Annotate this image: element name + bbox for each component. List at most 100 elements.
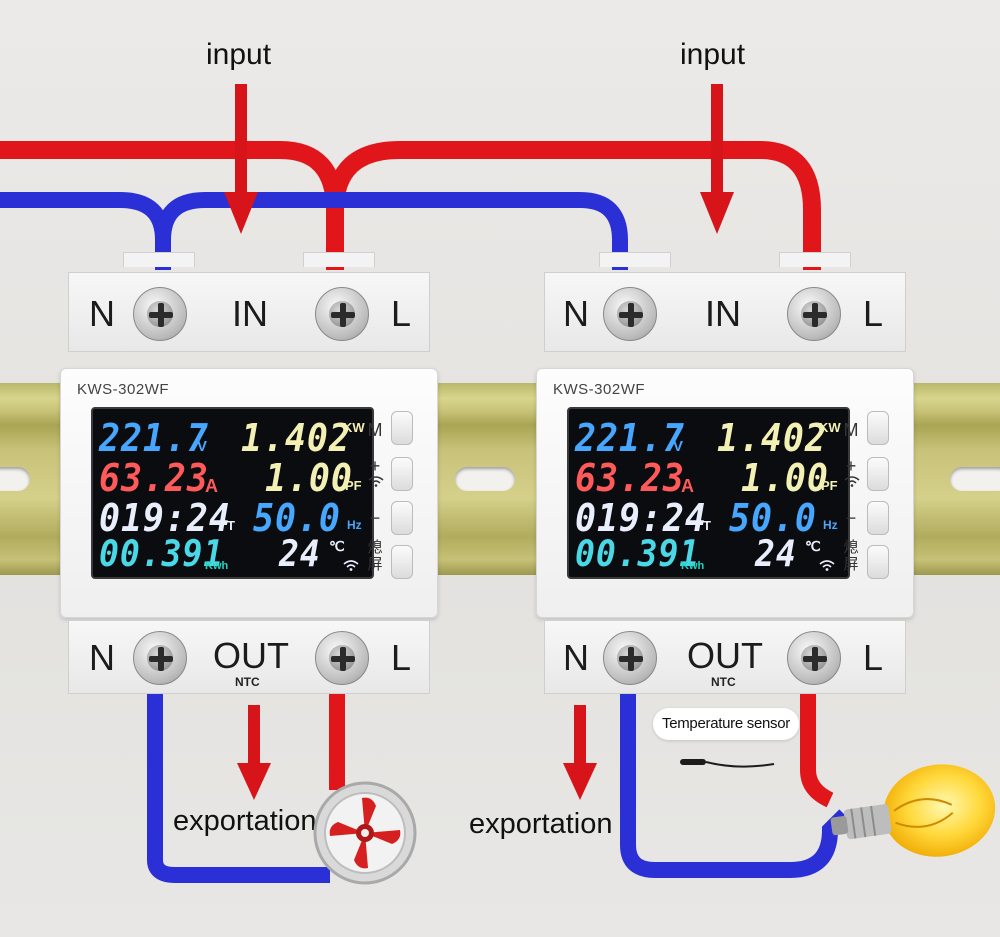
- terminal-tab: [303, 252, 375, 267]
- temperature-value: 24: [279, 534, 321, 575]
- current-unit: A: [681, 476, 694, 496]
- current-value: 63.23: [575, 456, 685, 500]
- neutral-wire-in-right: [155, 192, 628, 270]
- plus-button[interactable]: [867, 457, 889, 491]
- export-label-right: exportation: [469, 808, 613, 840]
- minus-button[interactable]: [391, 501, 413, 535]
- voltage-value: 221.7: [99, 416, 209, 460]
- pf-value: 1.00: [265, 456, 353, 500]
- neutral-wire-out-left: [147, 690, 330, 883]
- neutral-label: N: [563, 293, 589, 334]
- screen-off-button[interactable]: [391, 545, 413, 579]
- screw-terminal-icon[interactable]: [133, 631, 187, 685]
- terminal-tab: [779, 252, 851, 267]
- terminal-title: OUT: [213, 635, 289, 676]
- screw-terminal-icon[interactable]: [315, 287, 369, 341]
- terminal-title: OUT: [687, 635, 763, 676]
- current-value: 63.23: [99, 456, 209, 500]
- live-label: L: [391, 637, 412, 678]
- screw-terminal-icon[interactable]: [787, 287, 841, 341]
- minus-button-label: −: [369, 508, 381, 528]
- ntc-label: NTC: [235, 675, 260, 689]
- rail-slot: [950, 467, 1000, 491]
- power-unit: KW: [819, 420, 841, 435]
- live-wire-out-right: [800, 690, 834, 808]
- mode-button[interactable]: [391, 411, 413, 445]
- model-label: KWS-302WF: [553, 381, 646, 398]
- neutral-label: N: [89, 293, 115, 334]
- plus-button-label: +: [369, 456, 381, 476]
- live-label: L: [863, 293, 884, 334]
- terminal-tab: [123, 252, 195, 267]
- terminal-tab: [599, 252, 671, 267]
- pf-unit: PF: [345, 478, 362, 493]
- temperature-probe-icon: [680, 759, 775, 768]
- plus-button[interactable]: [391, 457, 413, 491]
- live-label: L: [391, 293, 412, 334]
- rail-slot: [455, 467, 515, 491]
- voltage-unit: V: [197, 438, 208, 455]
- screen-off-label: 熄屏: [843, 539, 859, 573]
- input-terminal-block: N IN L: [544, 272, 906, 352]
- export-label-left: exportation: [173, 805, 317, 837]
- time-value: 019:24: [575, 496, 707, 540]
- screw-terminal-icon[interactable]: [315, 631, 369, 685]
- mode-button-label: M: [843, 420, 859, 440]
- voltage-unit: V: [673, 438, 684, 455]
- energy-value: 00.391: [575, 534, 701, 575]
- screw-terminal-icon[interactable]: [787, 631, 841, 685]
- arrow-down-icon: [563, 705, 597, 800]
- neutral-label: N: [89, 637, 115, 678]
- time-value: 019:24: [99, 496, 231, 540]
- frequency-unit: Hz: [347, 518, 362, 532]
- screw-terminal-icon[interactable]: [603, 287, 657, 341]
- wifi-icon: [819, 560, 835, 571]
- wifi-icon: [368, 476, 384, 487]
- wifi-icon: [844, 476, 860, 487]
- time-unit: T: [703, 518, 711, 533]
- temperature-unit: ℃: [329, 538, 345, 554]
- neutral-label: N: [563, 637, 589, 678]
- screw-terminal-icon[interactable]: [603, 631, 657, 685]
- screw-terminal-icon[interactable]: [133, 287, 187, 341]
- output-terminal-block: N OUT NTC L: [544, 620, 906, 694]
- power-unit: KW: [343, 420, 365, 435]
- output-terminal-block: N OUT NTC L: [68, 620, 430, 694]
- frequency-unit: Hz: [823, 518, 838, 532]
- mode-button[interactable]: [867, 411, 889, 445]
- arrow-down-icon: [224, 84, 258, 234]
- wifi-icon: [343, 560, 359, 571]
- input-label-right: input: [680, 38, 746, 71]
- model-label: KWS-302WF: [77, 381, 170, 398]
- arrow-down-icon: [237, 705, 271, 800]
- arrow-down-icon: [700, 84, 734, 234]
- frequency-value: 50.0: [253, 496, 341, 540]
- energy-unit: Kwh: [205, 560, 229, 572]
- pf-value: 1.00: [741, 456, 829, 500]
- meter-front: KWS-302WF 221.7 V 1.402 KW 63.23 A 1.00 …: [536, 368, 914, 618]
- current-unit: A: [205, 476, 218, 496]
- energy-value: 00.391: [99, 534, 225, 575]
- power-value: 1.402: [717, 416, 827, 460]
- terminal-title: IN: [705, 293, 741, 334]
- voltage-value: 221.7: [575, 416, 685, 460]
- meter-front: KWS-302WF 221.7 V 1.402 KW 63.23 A 1.00 …: [60, 368, 438, 618]
- minus-button-label: −: [845, 508, 857, 528]
- minus-button[interactable]: [867, 501, 889, 535]
- input-terminal-block: N IN L: [68, 272, 430, 352]
- plus-button-label: +: [845, 456, 857, 476]
- neutral-wire-out-right: [620, 690, 851, 878]
- live-label: L: [863, 637, 884, 678]
- pf-unit: PF: [821, 478, 838, 493]
- temperature-value: 24: [755, 534, 797, 575]
- lcd-display: 221.7 V 1.402 KW 63.23 A 1.00 PF 019:24 …: [567, 407, 850, 579]
- terminal-title: IN: [232, 293, 268, 334]
- mode-button-label: M: [367, 420, 383, 440]
- input-label-left: input: [206, 38, 272, 71]
- sensor-label: Temperature sensor: [653, 708, 799, 740]
- screen-off-button[interactable]: [867, 545, 889, 579]
- frequency-value: 50.0: [729, 496, 817, 540]
- fan-icon: [313, 781, 417, 885]
